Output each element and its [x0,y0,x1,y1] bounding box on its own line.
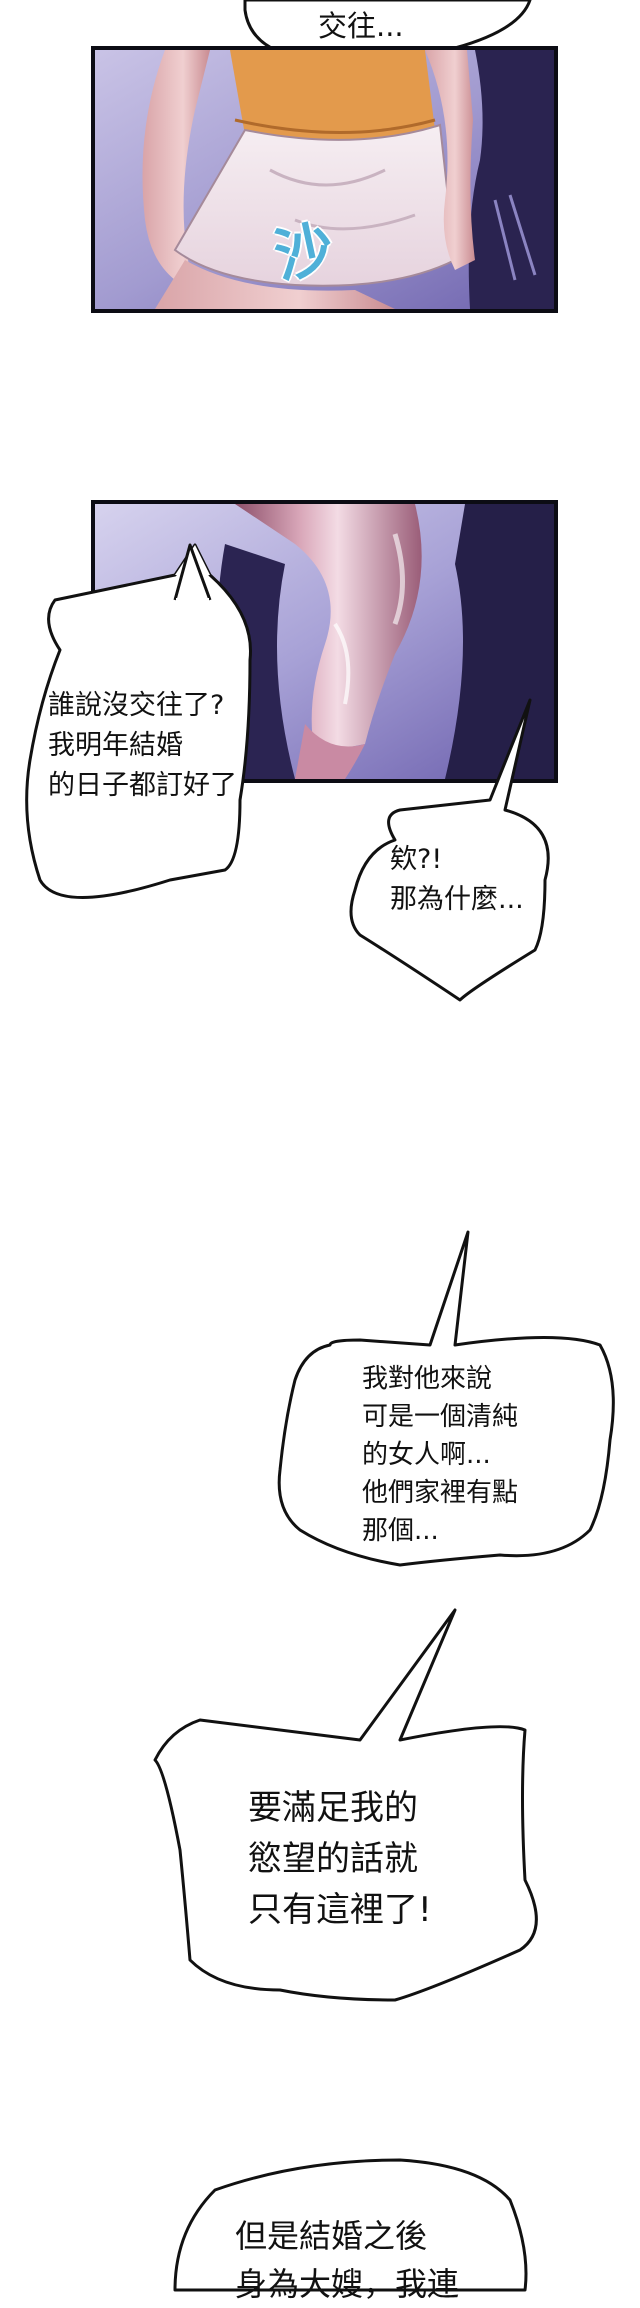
panel-skirt-art [95,50,554,309]
speech-text-1: 交往... [318,9,404,43]
comic-panel-skirt: 沙 [91,46,558,313]
sound-effect-rustle: 沙 [268,212,340,292]
speech-text-3: 欸?! 那為什麼... [390,844,524,915]
speech-text-5: 要滿足我的 慾望的話就 只有這裡了! [248,1788,432,1930]
speech-text-2: 誰說沒交往了? 我明年結婚 的日子都訂好了 [48,690,237,801]
speech-text-6: 但是結婚之後 身為大嫂，我連 [235,2217,460,2303]
speech-text-4: 我對他來說 可是一個清純 的女人啊... 他們家裡有點 那個... [362,1364,519,1546]
